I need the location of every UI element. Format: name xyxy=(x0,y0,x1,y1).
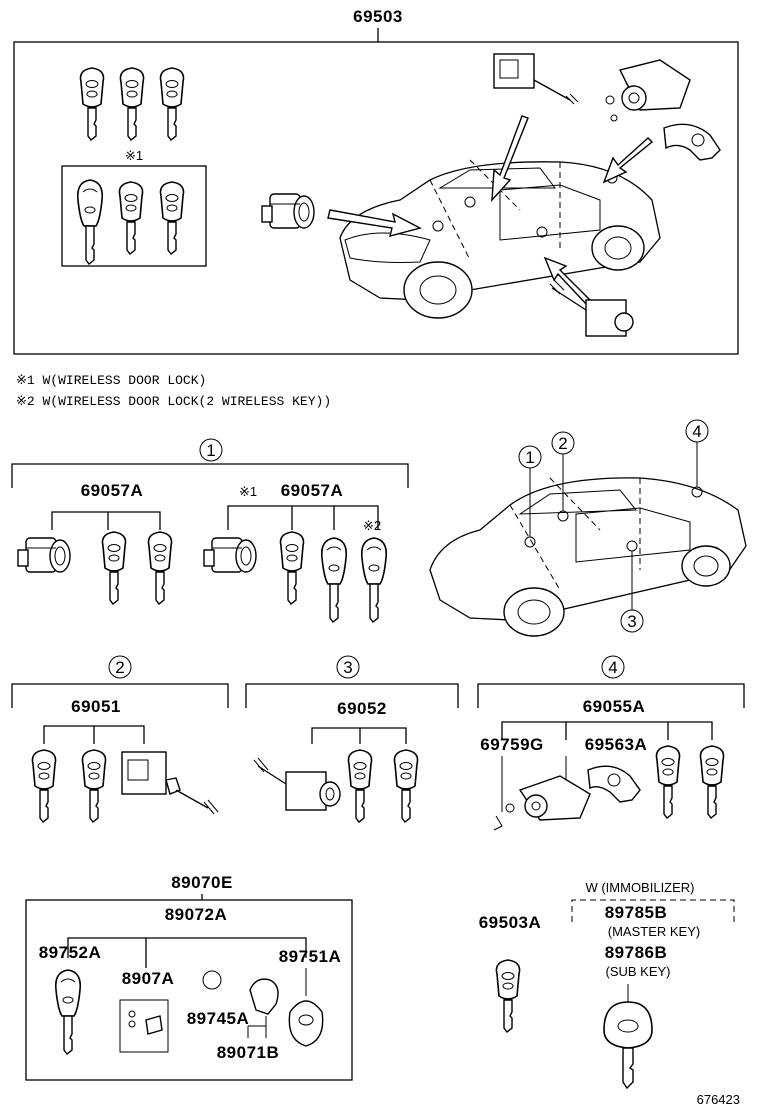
part-number-69503A: 69503A xyxy=(479,913,542,932)
section-circle-1: 1 xyxy=(206,441,215,460)
section-circle-4: 4 xyxy=(608,658,617,677)
kit-89070E-frame xyxy=(25,899,353,1081)
key-icon xyxy=(147,531,173,605)
key-icon xyxy=(159,67,185,141)
part-number-69759G: 69759G xyxy=(480,735,544,754)
key-icon xyxy=(347,749,373,823)
part-number-89071B: 89071B xyxy=(217,1043,280,1062)
part-number-89751A: 89751A xyxy=(279,947,342,966)
key-icon xyxy=(31,749,57,823)
part-number-89786B: 89786B xyxy=(605,943,668,962)
key-icon xyxy=(279,531,305,605)
locator-circle-1: 1 xyxy=(525,448,534,467)
locator-circle-2: 2 xyxy=(558,434,567,453)
lock-cylinder-icon xyxy=(17,537,71,573)
part-number-89752A: 89752A xyxy=(39,943,102,962)
door-lock-assembly-icon xyxy=(121,751,219,815)
key-icon xyxy=(393,749,419,823)
wireless-key-icon xyxy=(54,969,82,1055)
note-mark-1-group: ※1 xyxy=(239,484,257,499)
transmitter-case-icon xyxy=(288,968,324,1047)
wireless-key-icon xyxy=(320,537,348,623)
part-number-69563A: 69563A xyxy=(585,735,648,754)
key-icon xyxy=(159,181,185,255)
battery-icon xyxy=(202,970,222,990)
part-number-69055A: 69055A xyxy=(583,697,646,716)
part-number-89745A: 89745A xyxy=(187,1009,250,1028)
door-cylinder-icon xyxy=(549,279,634,337)
key-icon xyxy=(699,745,725,819)
door-lock-assembly-icon xyxy=(493,53,579,105)
trunk-cylinder-icon xyxy=(605,59,691,122)
vehicle-illustration-top xyxy=(339,159,661,319)
part-number-69503: 69503 xyxy=(353,7,403,26)
locator-circle-4: 4 xyxy=(692,422,701,441)
part-number-69057A-right: 69057A xyxy=(281,481,344,500)
key-icon xyxy=(101,531,127,605)
key-cover-icon xyxy=(249,978,279,1015)
wireless-key-subset xyxy=(61,165,207,267)
note-2: ※2 W(WIRELESS DOOR LOCK(2 WIRELESS KEY)) xyxy=(16,394,331,409)
part-number-89070E: 89070E xyxy=(171,873,233,892)
immobilizer-header: W (IMMOBILIZER) xyxy=(585,880,694,895)
ignition-cylinder-icon xyxy=(261,193,315,229)
door-cylinder-icon xyxy=(253,757,341,811)
lock-bracket-icon xyxy=(587,765,641,803)
diagram-id: 676423 xyxy=(697,1092,740,1107)
section-circle-3: 3 xyxy=(343,658,352,677)
key-icon xyxy=(79,67,105,141)
kit-69503-frame xyxy=(13,41,739,355)
part-number-69051: 69051 xyxy=(71,697,121,716)
wireless-key-icon xyxy=(76,179,104,265)
key-icon xyxy=(119,67,145,141)
part-number-69057A-left: 69057A xyxy=(81,481,144,500)
note-mark-1: ※1 xyxy=(125,148,143,163)
key-icon xyxy=(655,745,681,819)
key-icon xyxy=(81,749,107,823)
part-number-69052: 69052 xyxy=(337,699,387,718)
lock-bracket-icon xyxy=(663,123,721,161)
sub-key-label: (SUB KEY) xyxy=(605,964,670,979)
part-number-89072A: 89072A xyxy=(165,905,228,924)
wireless-key-icon xyxy=(360,537,388,623)
section-circle-2: 2 xyxy=(115,658,124,677)
locator-circle-3: 3 xyxy=(627,612,636,631)
vehicle-illustration-locator xyxy=(429,442,747,637)
key-icon xyxy=(118,181,144,255)
part-number-89785B: 89785B xyxy=(605,903,668,922)
transmitter-board-icon xyxy=(119,999,169,1053)
trunk-cylinder-icon xyxy=(493,775,591,831)
immobilizer-key-icon xyxy=(603,1001,653,1090)
note-mark-2: ※2 xyxy=(363,518,381,533)
master-key-label: (MASTER KEY) xyxy=(608,924,700,939)
lock-cylinder-icon xyxy=(203,537,257,573)
note-1: ※1 W(WIRELESS DOOR LOCK) xyxy=(16,373,206,388)
part-number-8907A: 8907A xyxy=(122,969,175,988)
key-icon xyxy=(495,959,521,1033)
